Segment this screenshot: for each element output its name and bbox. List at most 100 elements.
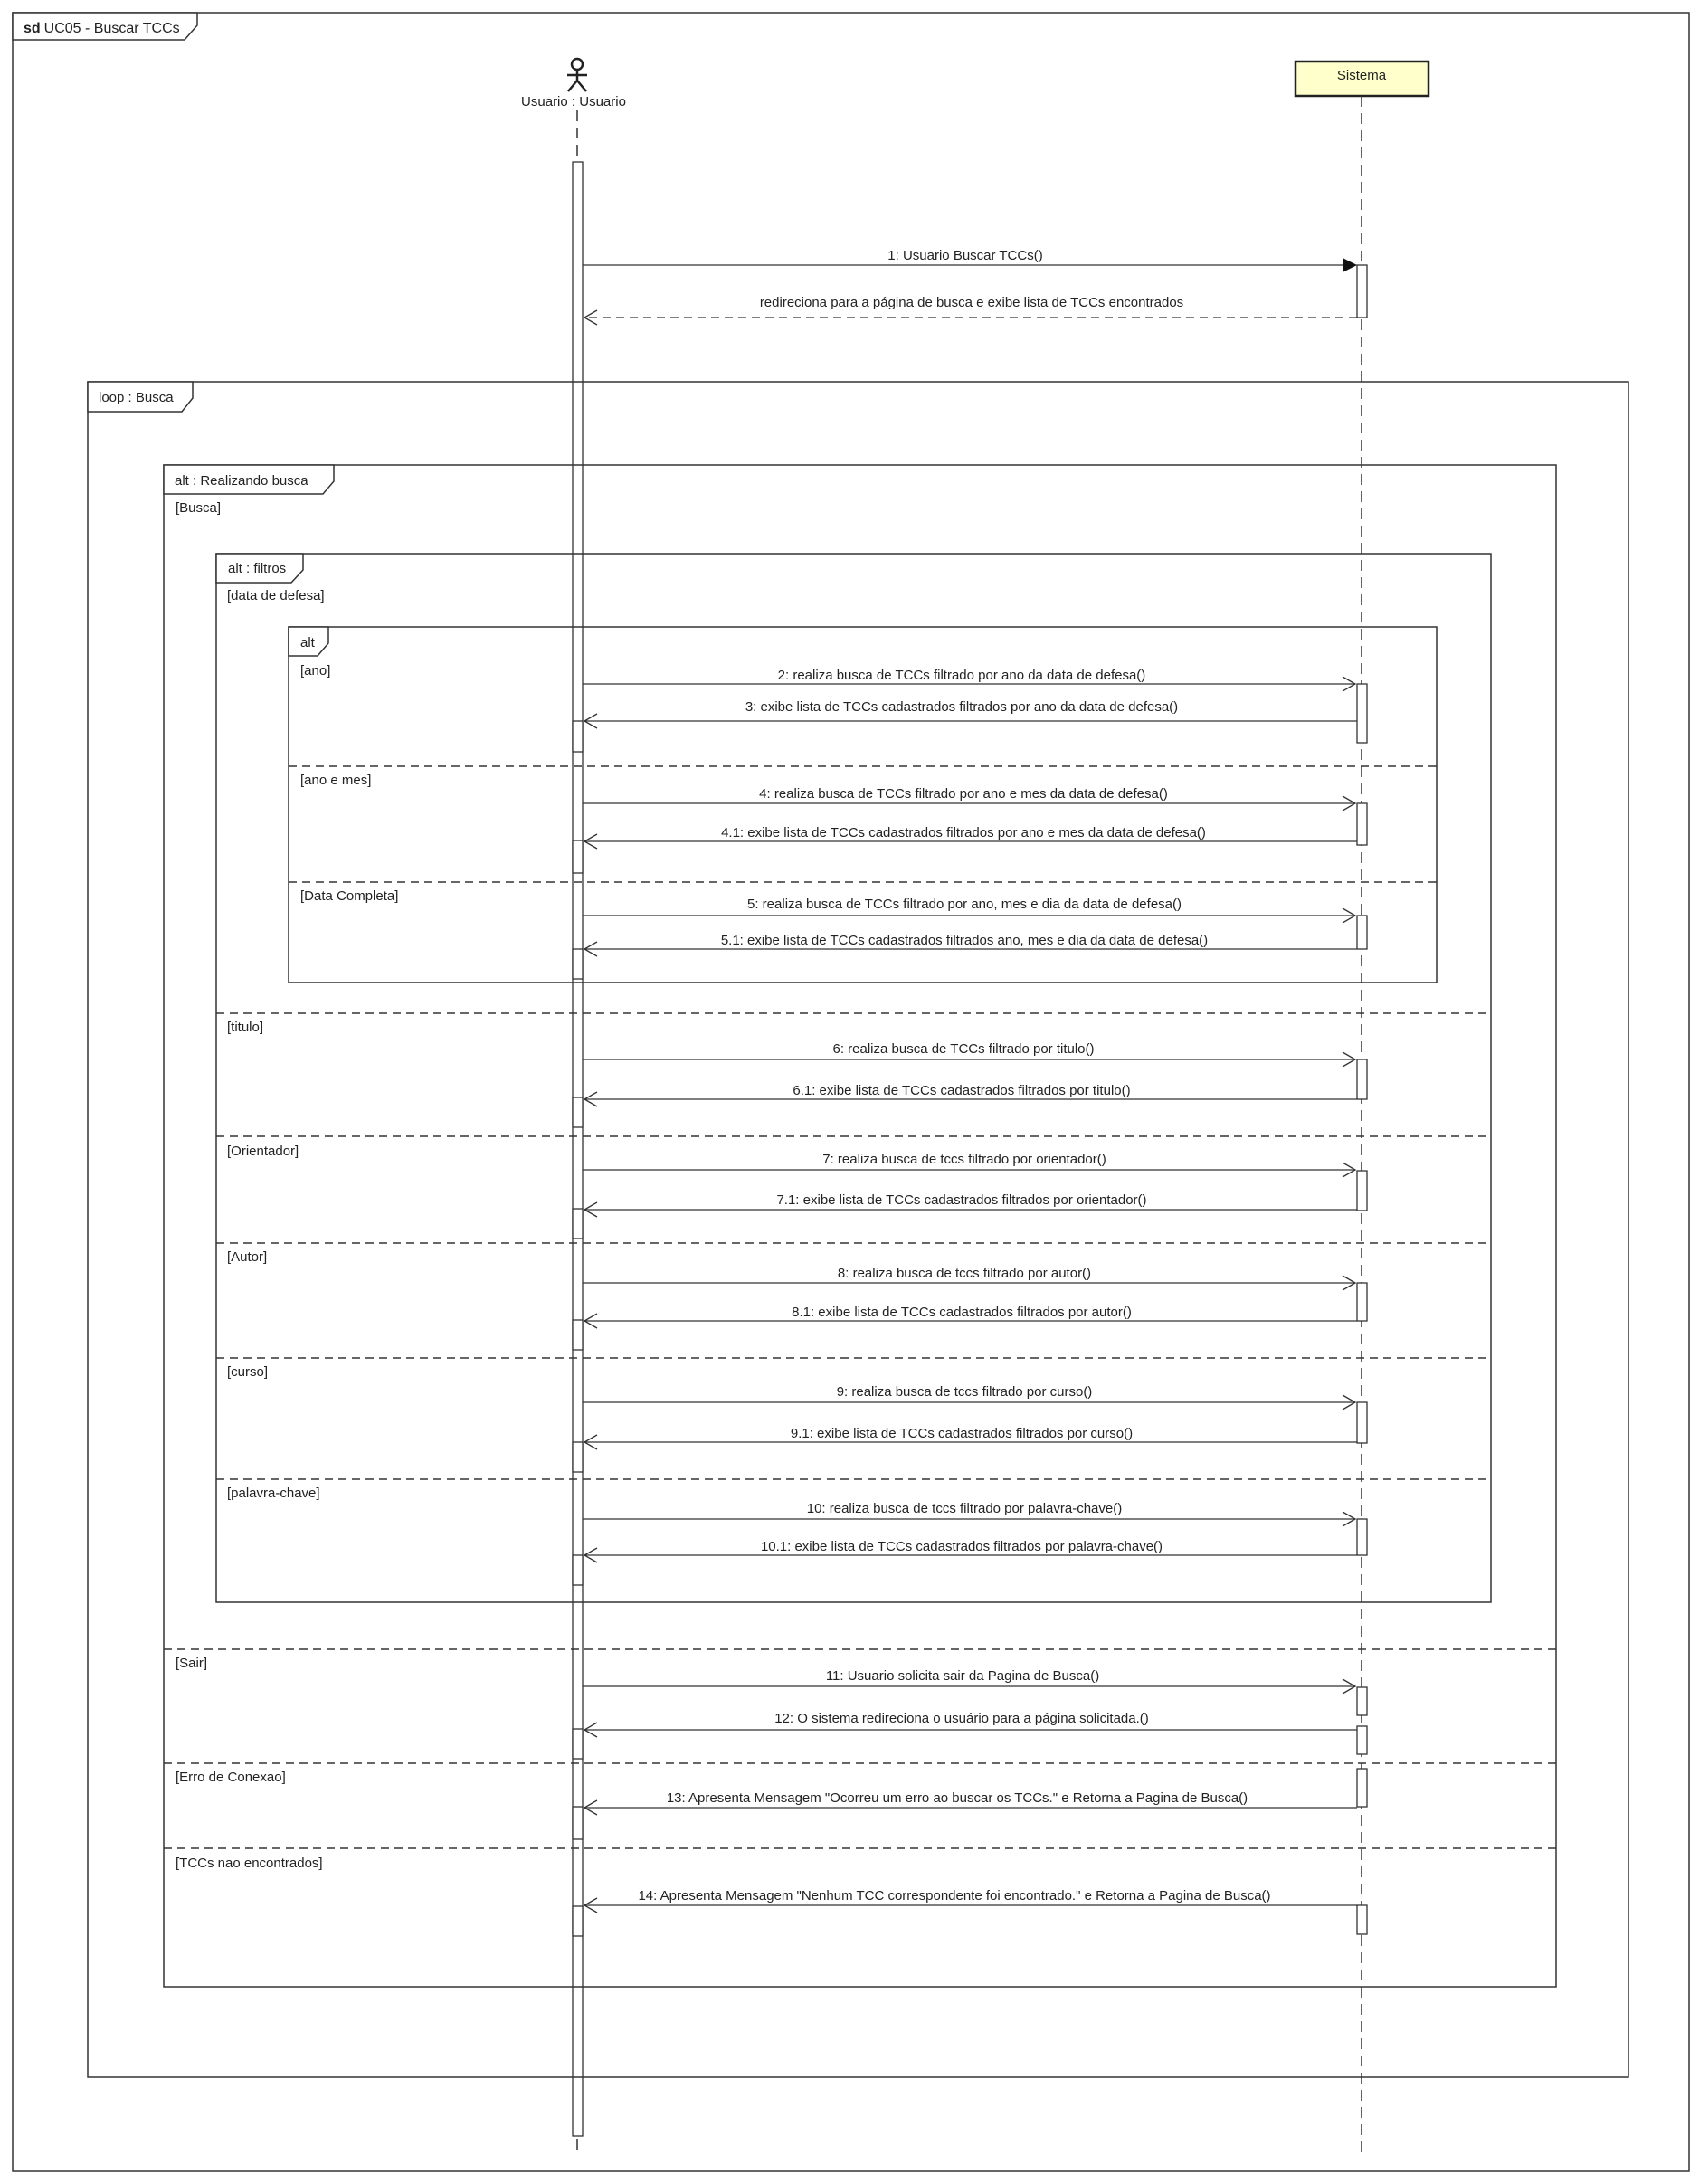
arrowhead-open-icon bbox=[1342, 676, 1357, 692]
arrowhead-open-icon bbox=[583, 713, 598, 729]
message-7-1: 7.1: exibe lista de TCCs cadastrados fil… bbox=[583, 1192, 1357, 1218]
message-13-label: 13: Apresenta Mensagem "Ocorreu um erro … bbox=[667, 1790, 1248, 1806]
message-10-1: 10.1: exibe lista de TCCs cadastrados fi… bbox=[583, 1539, 1357, 1563]
message-12: 12: O sistema redireciona o usuário para… bbox=[583, 1711, 1357, 1738]
fragment-alt-busca-label: alt : Realizando busca bbox=[175, 473, 308, 489]
message-14: 14: Apresenta Mensagem "Nenhum TCC corre… bbox=[583, 1888, 1357, 1913]
activation-user bbox=[572, 1208, 584, 1239]
arrowhead-open-icon bbox=[583, 1434, 598, 1450]
activation-system bbox=[1356, 1725, 1368, 1755]
arrowhead-open-icon bbox=[583, 1722, 598, 1738]
guard-nao-encontrados: [TCCs nao encontrados] bbox=[176, 1856, 323, 1871]
participant-user: Usuario : Usuario bbox=[521, 57, 626, 109]
arrowhead-open-icon bbox=[583, 833, 598, 850]
activation-system bbox=[1356, 264, 1368, 318]
message-6-1: 6.1: exibe lista de TCCs cadastrados fil… bbox=[583, 1083, 1357, 1107]
activation-system bbox=[1356, 1401, 1368, 1444]
message-5-label: 5: realiza busca de TCCs filtrado por an… bbox=[747, 897, 1182, 912]
activation-system bbox=[1356, 1518, 1368, 1556]
message-8-1-label: 8.1: exibe lista de TCCs cadastrados fil… bbox=[792, 1305, 1132, 1320]
message-9: 9: realiza busca de tccs filtrado por cu… bbox=[583, 1384, 1357, 1410]
arrowhead-open-icon bbox=[583, 309, 598, 326]
message-4-1: 4.1: exibe lista de TCCs cadastrados fil… bbox=[583, 825, 1357, 850]
message-7-1-label: 7.1: exibe lista de TCCs cadastrados fil… bbox=[776, 1192, 1146, 1208]
fragment-loop-tab bbox=[87, 381, 194, 413]
fragment-alt-filtros-tab bbox=[215, 553, 304, 584]
activation-system bbox=[1356, 1686, 1368, 1716]
guard-autor: [Autor] bbox=[227, 1249, 267, 1265]
message-3: 3: exibe lista de TCCs cadastrados filtr… bbox=[583, 699, 1357, 729]
message-10: 10: realiza busca de tccs filtrado por p… bbox=[583, 1501, 1357, 1527]
fragment-alt-data-label: alt bbox=[300, 635, 316, 650]
diagram-frame-tab bbox=[12, 12, 198, 41]
activation-system bbox=[1356, 1904, 1368, 1935]
activation-system bbox=[1356, 915, 1368, 950]
activation-system bbox=[1356, 1170, 1368, 1211]
guard-palavra-chave: [palavra-chave] bbox=[227, 1486, 320, 1501]
activation-system bbox=[1356, 683, 1368, 744]
message-4-1-label: 4.1: exibe lista de TCCs cadastrados fil… bbox=[721, 825, 1206, 840]
arrowhead-open-icon bbox=[583, 1547, 598, 1563]
activation-user-main bbox=[572, 161, 584, 2137]
fragment-loop-label: loop : Busca bbox=[99, 390, 174, 405]
activation-user bbox=[572, 1806, 584, 1840]
message-9-1: 9.1: exibe lista de TCCs cadastrados fil… bbox=[583, 1426, 1357, 1450]
arrowhead-open-icon bbox=[583, 1799, 598, 1816]
activation-user bbox=[572, 1097, 584, 1128]
message-7: 7: realiza busca de tccs filtrado por or… bbox=[583, 1152, 1357, 1178]
message-1: 1: Usuario Buscar TCCs() bbox=[583, 248, 1357, 272]
message-9-label: 9: realiza busca de tccs filtrado por cu… bbox=[837, 1384, 1093, 1400]
fragment-alt-busca-tab bbox=[163, 464, 335, 495]
guard-sair: [Sair] bbox=[176, 1656, 207, 1671]
activation-user bbox=[572, 948, 584, 980]
message-6-label: 6: realiza busca de TCCs filtrado por ti… bbox=[832, 1041, 1094, 1057]
message-12-label: 12: O sistema redireciona o usuário para… bbox=[774, 1711, 1149, 1726]
arrowhead-open-icon bbox=[1342, 795, 1357, 812]
message-6-1-label: 6.1: exibe lista de TCCs cadastrados fil… bbox=[793, 1083, 1130, 1098]
activation-system bbox=[1356, 1059, 1368, 1100]
fragment-alt-busca-frame bbox=[163, 464, 1557, 1988]
diagram-frame bbox=[12, 12, 1690, 2172]
fragment-alt-data-frame bbox=[288, 626, 1438, 983]
arrowhead-open-icon bbox=[1342, 1162, 1357, 1178]
message-5-1-label: 5.1: exibe lista de TCCs cadastrados fil… bbox=[721, 933, 1208, 948]
message-11: 11: Usuario solicita sair da Pagina de B… bbox=[583, 1668, 1357, 1695]
fragment-alt-busca: alt : Realizando busca [Busca] bbox=[163, 464, 1557, 1988]
message-1-label: 1: Usuario Buscar TCCs() bbox=[887, 248, 1042, 263]
guard-data-completa: [Data Completa] bbox=[300, 888, 398, 904]
actor-icon bbox=[567, 57, 587, 92]
participant-system: Sistema bbox=[1294, 60, 1430, 98]
activation-system bbox=[1356, 1282, 1368, 1322]
diagram-title-keyword: sd bbox=[24, 21, 41, 36]
guard-ano-mes: [ano e mes] bbox=[300, 773, 371, 788]
message-return-1-label: redireciona para a página de busca e exi… bbox=[760, 295, 1183, 310]
message-8-label: 8: realiza busca de tccs filtrado por au… bbox=[838, 1266, 1091, 1281]
fragment-loop-frame bbox=[87, 381, 1629, 2078]
activation-user bbox=[572, 1728, 584, 1760]
arrowhead-open-icon bbox=[1342, 1275, 1357, 1291]
arrowhead-open-icon bbox=[583, 1201, 598, 1218]
fragment-alt-filtros-frame bbox=[215, 553, 1492, 1603]
message-2-label: 2: realiza busca de TCCs filtrado por an… bbox=[778, 668, 1146, 683]
guard-titulo: [titulo] bbox=[227, 1020, 263, 1035]
activation-user bbox=[572, 1441, 584, 1473]
guard-data-defesa: [data de defesa] bbox=[227, 588, 325, 603]
fragment-loop: loop : Busca bbox=[87, 381, 1629, 2078]
activation-user bbox=[572, 1319, 584, 1351]
arrowhead-open-icon bbox=[1342, 1511, 1357, 1527]
message-8: 8: realiza busca de tccs filtrado por au… bbox=[583, 1266, 1357, 1291]
message-return-1: redireciona para a página de busca e exi… bbox=[583, 295, 1357, 326]
message-5: 5: realiza busca de TCCs filtrado por an… bbox=[583, 897, 1357, 924]
message-7-label: 7: realiza busca de tccs filtrado por or… bbox=[822, 1152, 1106, 1167]
message-10-label: 10: realiza busca de tccs filtrado por p… bbox=[807, 1501, 1123, 1516]
fragment-alt-data: alt [ano] [ano e mes] [Data Completa] bbox=[288, 626, 1438, 983]
guard-curso: [curso] bbox=[227, 1364, 268, 1380]
arrowhead-open-icon bbox=[1342, 1051, 1357, 1068]
guard-busca: [Busca] bbox=[176, 500, 221, 516]
message-8-1: 8.1: exibe lista de TCCs cadastrados fil… bbox=[583, 1305, 1357, 1329]
arrowhead-open-icon bbox=[583, 1897, 598, 1913]
activation-system bbox=[1356, 1768, 1368, 1808]
message-3-label: 3: exibe lista de TCCs cadastrados filtr… bbox=[745, 699, 1178, 715]
